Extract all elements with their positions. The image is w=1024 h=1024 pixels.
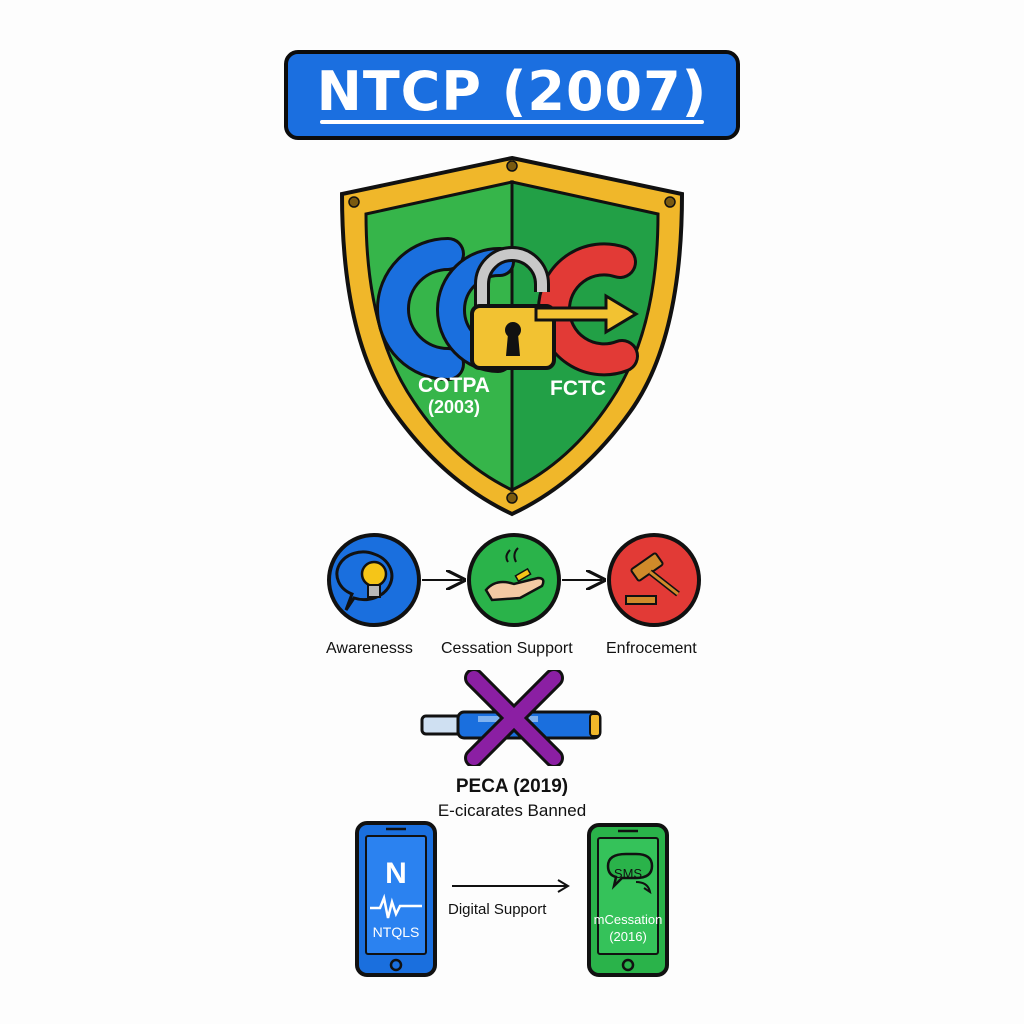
mcessation-year-label: (2016)	[609, 929, 647, 944]
mcessation-label: mCessation	[593, 912, 663, 927]
peca-label: PECA (2019)	[455, 776, 569, 797]
digital-arrow	[452, 879, 570, 893]
digital-support-label: Digital Support	[448, 901, 547, 918]
e-cigarette-crossed-icon	[420, 670, 602, 766]
step-label-cessation: Cessation Support	[441, 640, 573, 657]
cotpa-label: COTPA	[418, 374, 490, 397]
ntqls-label: NTQLS	[372, 924, 420, 940]
page-title: NTCP (2007)	[316, 59, 708, 123]
cotpa-year-label: (2003)	[427, 397, 481, 417]
sms-bubble-text: SMS	[613, 866, 643, 881]
awareness-icon	[327, 533, 421, 627]
mcessation-phone	[587, 823, 669, 977]
steps-flow	[327, 533, 701, 627]
gavel-icon	[607, 533, 701, 627]
title-banner: NTCP (2007)	[284, 50, 740, 140]
hand-cigarette-icon	[467, 533, 561, 627]
ntqls-logo: N	[385, 857, 407, 890]
step-label-awareness: Awarenesss	[326, 640, 413, 657]
ntqls-phone	[355, 821, 437, 977]
fctc-label: FCTC	[550, 377, 606, 400]
ecig-ban-label: E-cicarates Banned	[437, 801, 587, 820]
step-label-enforcement: Enfrocement	[606, 640, 697, 657]
title-underline	[320, 120, 704, 124]
shield-icon	[339, 155, 685, 517]
